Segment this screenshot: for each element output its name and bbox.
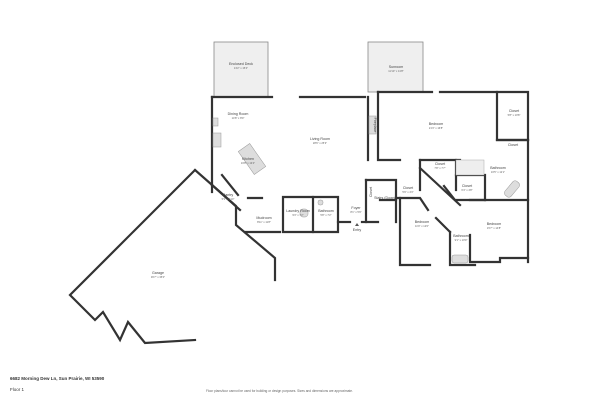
sunroom-area — [367, 41, 424, 93]
room-dim: 11'10" x 13'8" — [388, 69, 404, 73]
room-name: Enclosed Deck — [229, 62, 253, 66]
room-name: Bedroom — [415, 220, 430, 224]
fixtures — [212, 115, 520, 264]
enclosed-deck-area — [213, 41, 269, 98]
room-name: Bedroom — [487, 222, 502, 226]
room-dim: 5'8" x 10'8" — [508, 113, 521, 117]
bathtub-2 — [451, 254, 469, 264]
room-name: Closet — [509, 109, 519, 113]
room-name: Kitchen — [242, 157, 254, 161]
closet-label: Closet — [369, 187, 373, 197]
room-dim: 11'9" x 12'0" — [415, 224, 429, 228]
fireplace — [368, 115, 377, 135]
room-name: Closet — [462, 184, 472, 188]
toilet — [317, 199, 324, 206]
room-dim: 5'8" x 7'2" — [320, 213, 331, 217]
room-name: Laundry Room — [286, 209, 310, 213]
room-dim: 7'8" x 7'7" — [434, 166, 445, 170]
address: 6682 Morning Dew Ln, Sun Prairie, WI 535… — [10, 376, 105, 381]
room-dim: 36'7" x 35'0" — [151, 275, 165, 279]
room-name: Stairs (Down) — [374, 196, 396, 200]
floor-label: Floor 1 — [10, 387, 25, 392]
room-dim: 5'9" x 4'3" — [402, 190, 413, 194]
room-name: Bedroom — [429, 122, 444, 126]
room-name: Garage — [152, 271, 164, 275]
room-dim: 21'3" x 16'8" — [429, 126, 443, 130]
walls — [68, 90, 530, 345]
room-dim: 9'3" x 7'2" — [292, 213, 303, 217]
room-dim: 16'8" x 13'4" — [241, 161, 255, 165]
room-dim: 14'8" x 8'9" — [232, 116, 245, 120]
fridge — [212, 117, 219, 127]
room-name: Bathroom — [453, 234, 469, 238]
fireplace-label: Fireplace — [373, 118, 377, 133]
bathtub — [504, 180, 520, 198]
room-dim: 15'7" x 14'8" — [487, 226, 501, 230]
entry-arrow-icon — [355, 223, 359, 226]
room-dim: 28'6" x 25'3" — [313, 141, 327, 145]
room-name: Closet — [508, 143, 518, 147]
room-name: Sunroom — [389, 65, 404, 69]
room-name: Closet — [435, 162, 445, 166]
disclaimer: Floor plans/tour cannot be used for buil… — [206, 389, 353, 393]
shower — [455, 159, 485, 176]
room-name: Bathroom — [490, 166, 506, 170]
room-name: Foyer — [351, 206, 361, 210]
room-dim: 16'5" x 12'1" — [491, 170, 505, 174]
room-name: Closet — [403, 186, 413, 190]
room-name: Bathroom — [318, 209, 334, 213]
room-dim: 8'11" x 11'8" — [257, 220, 271, 224]
sink — [299, 208, 309, 218]
room-dim: 6'4" x 4'8" — [461, 188, 472, 192]
room-dim: 9'1" x 10'9" — [455, 238, 468, 242]
counter — [212, 132, 222, 148]
room-dim: 8'1" x 5'9" — [350, 210, 361, 214]
room-dim: 5'3" x 6'10" — [222, 197, 235, 201]
room-name: Pantry — [223, 193, 234, 197]
entry-label: Entry — [353, 228, 362, 232]
room-name: Mudroom — [256, 216, 271, 220]
room-dim: 13'2" x 15'4" — [234, 66, 248, 70]
room-name: Dining Room — [228, 112, 249, 116]
kitchen-island — [237, 143, 267, 175]
room-name: Living Room — [310, 137, 330, 141]
